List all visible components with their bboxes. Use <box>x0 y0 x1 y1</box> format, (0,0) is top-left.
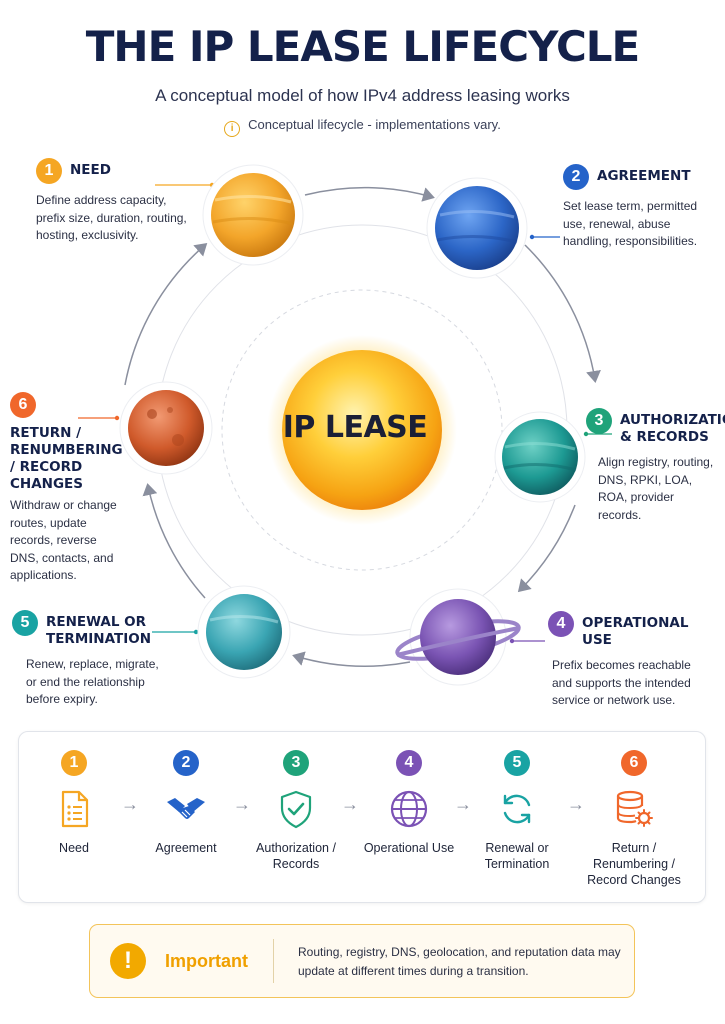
step-number-badge: 2 <box>563 164 589 190</box>
flow-step-need: 1 Need <box>19 750 129 856</box>
flow-step-label: Agreement <box>155 841 217 855</box>
important-text: Routing, registry, DNS, geolocation, and… <box>298 945 621 978</box>
disclaimer-text: Conceptual lifecycle - implementations v… <box>248 117 501 132</box>
flow-arrow-icon: → <box>121 794 139 814</box>
shield-check-icon <box>280 790 312 829</box>
flow-number-badge: 2 <box>173 750 199 776</box>
step-title: RETURN / RENUMBERING / RECORD CHANGES <box>10 425 123 492</box>
planet-renewal <box>197 585 291 679</box>
flow-step-label: Operational Use <box>363 841 455 855</box>
document-list-icon <box>61 790 89 828</box>
info-icon: i <box>224 121 241 137</box>
important-label: Important <box>165 951 248 971</box>
disclaimer: i Conceptual lifecycle - implementations … <box>0 117 725 137</box>
step-description: Prefix becomes reachable and supports th… <box>552 658 691 707</box>
center-label: IP LEASE <box>282 410 428 445</box>
step-title: AUTHORIZATION & RECORDS <box>620 412 725 445</box>
step-number-badge: 5 <box>12 610 38 636</box>
planet-operational <box>395 588 521 686</box>
exclamation-icon: ! <box>110 943 146 979</box>
step-description: Define address capacity, prefix size, du… <box>36 193 187 242</box>
step-number-badge: 1 <box>36 158 62 184</box>
planet-return <box>119 381 213 475</box>
step-number-badge: 3 <box>586 408 612 434</box>
step-operational-use: 4 OPERATIONAL USE Prefix becomes reachab… <box>548 611 713 710</box>
refresh-icon <box>503 794 531 824</box>
step-description: Align registry, routing, DNS, RPKI, LOA,… <box>598 455 714 522</box>
important-note: ! Important Routing, registry, DNS, geol… <box>89 924 635 998</box>
flow-number-badge: 1 <box>61 750 87 776</box>
cycle-arrow-1-2 <box>304 186 435 202</box>
flow-number-badge: 6 <box>621 750 647 776</box>
flow-arrow-icon: → <box>233 794 251 814</box>
sun <box>282 350 442 510</box>
flow-number-badge: 4 <box>396 750 422 776</box>
step-title: NEED <box>70 162 111 178</box>
step-description: Set lease term, permitted use, renewal, … <box>563 199 698 248</box>
flow-step-return: 6 Return / Renumbering / Record Changes <box>579 750 689 888</box>
flow-arrow-icon: → <box>567 794 585 814</box>
divider <box>273 939 274 983</box>
flow-step-authorization: 3 Authorization / Records <box>241 750 351 872</box>
planet-agreement <box>426 177 528 279</box>
step-title: OPERATIONAL USE <box>582 615 689 648</box>
step-authorization: 3 AUTHORIZATION & RECORDS Align registry… <box>586 408 725 524</box>
flow-step-agreement: 2 Agreement <box>131 750 241 856</box>
page-subtitle: A conceptual model of how IPv4 address l… <box>155 86 570 105</box>
step-number-badge: 6 <box>10 392 36 418</box>
step-need: 1 NEED Define address capacity, prefix s… <box>36 158 196 245</box>
step-title: RENEWAL OR TERMINATION <box>46 614 151 647</box>
cycle-arrow-4-5 <box>292 651 411 667</box>
handshake-icon <box>167 798 205 819</box>
flow-step-label: Authorization / Records <box>256 841 336 871</box>
flow-step-label: Renewal or Termination <box>484 841 550 871</box>
step-description: Renew, replace, migrate, or end the rela… <box>26 657 159 706</box>
step-number-badge: 4 <box>548 611 574 637</box>
lifecycle-diagram <box>78 164 612 686</box>
step-title: AGREEMENT <box>597 168 691 184</box>
flow-arrow-icon: → <box>454 794 472 814</box>
cycle-arrow-3-4 <box>517 504 576 593</box>
planet-need <box>202 164 304 266</box>
flow-arrow-icon: → <box>341 794 359 814</box>
database-gear-icon <box>616 790 653 827</box>
planet-authorization <box>494 411 586 503</box>
flow-number-badge: 5 <box>504 750 530 776</box>
cycle-arrow-2-3 <box>524 244 601 383</box>
flow-step-label: Return / Renumbering / Record Changes <box>587 841 681 887</box>
flow-summary-panel: 1 Need → 2 Agreement → 3 Authorization /… <box>18 731 706 903</box>
inner-orbit <box>221 289 503 571</box>
flow-number-badge: 3 <box>283 750 309 776</box>
page-title: THE IP LEASE LIFECYCLE <box>85 22 640 71</box>
globe-icon <box>390 790 428 828</box>
cycle-arrow-5-6 <box>142 483 206 599</box>
step-description: Withdraw or change routes, update record… <box>10 498 117 582</box>
cycle-arrow-6-1 <box>124 243 208 386</box>
step-return: 6 RETURN / RENUMBERING / RECORD CHANGES … <box>10 392 128 585</box>
step-renewal: 5 RENEWAL OR TERMINATION Renew, replace,… <box>12 610 172 709</box>
flow-step-label: Need <box>59 841 89 855</box>
flow-step-operational: 4 Operational Use <box>354 750 464 856</box>
step-agreement: 2 AGREEMENT Set lease term, permitted us… <box>563 164 713 251</box>
flow-step-renewal: 5 Renewal or Termination <box>462 750 572 872</box>
